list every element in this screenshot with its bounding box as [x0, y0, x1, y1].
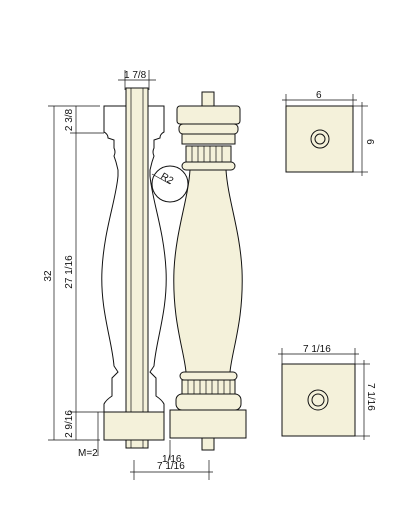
dim-top-section: 2 3/8	[64, 108, 75, 131]
dim-total-height: 32	[43, 270, 54, 282]
vertical-dimensions: 32 2 3/8 27 1/16 2 9/16 M=2	[43, 105, 104, 459]
dim-bottom-section: 2 9/16	[64, 410, 75, 438]
post-width-dimension: 1 7/8	[118, 70, 156, 90]
dim-gap: 1/16	[162, 454, 182, 465]
bottom-flutes	[187, 380, 231, 394]
front-view-baluster: 1/16 7 1/16	[130, 91, 247, 480]
m-note: M=2	[78, 448, 98, 459]
dim-bottom-block-width: 7 1/16	[303, 344, 331, 355]
dim-middle-section: 27 1/16	[64, 255, 75, 289]
dim-radius: R2	[159, 171, 176, 187]
dim-top-block-width: 6	[316, 90, 322, 101]
dim-top-block-height: 6	[364, 139, 375, 145]
top-block-plan: 6 6	[282, 90, 375, 176]
top-flutes	[191, 146, 223, 162]
dim-bottom-width: 7 1/16	[157, 461, 185, 472]
dim-post-width: 1 7/8	[124, 70, 147, 81]
side-profile-baluster: R2	[101, 87, 189, 449]
dim-bottom-block-height: 7 1/16	[365, 383, 376, 411]
bottom-block-plan: 7 1/16 7 1/16	[278, 344, 376, 440]
